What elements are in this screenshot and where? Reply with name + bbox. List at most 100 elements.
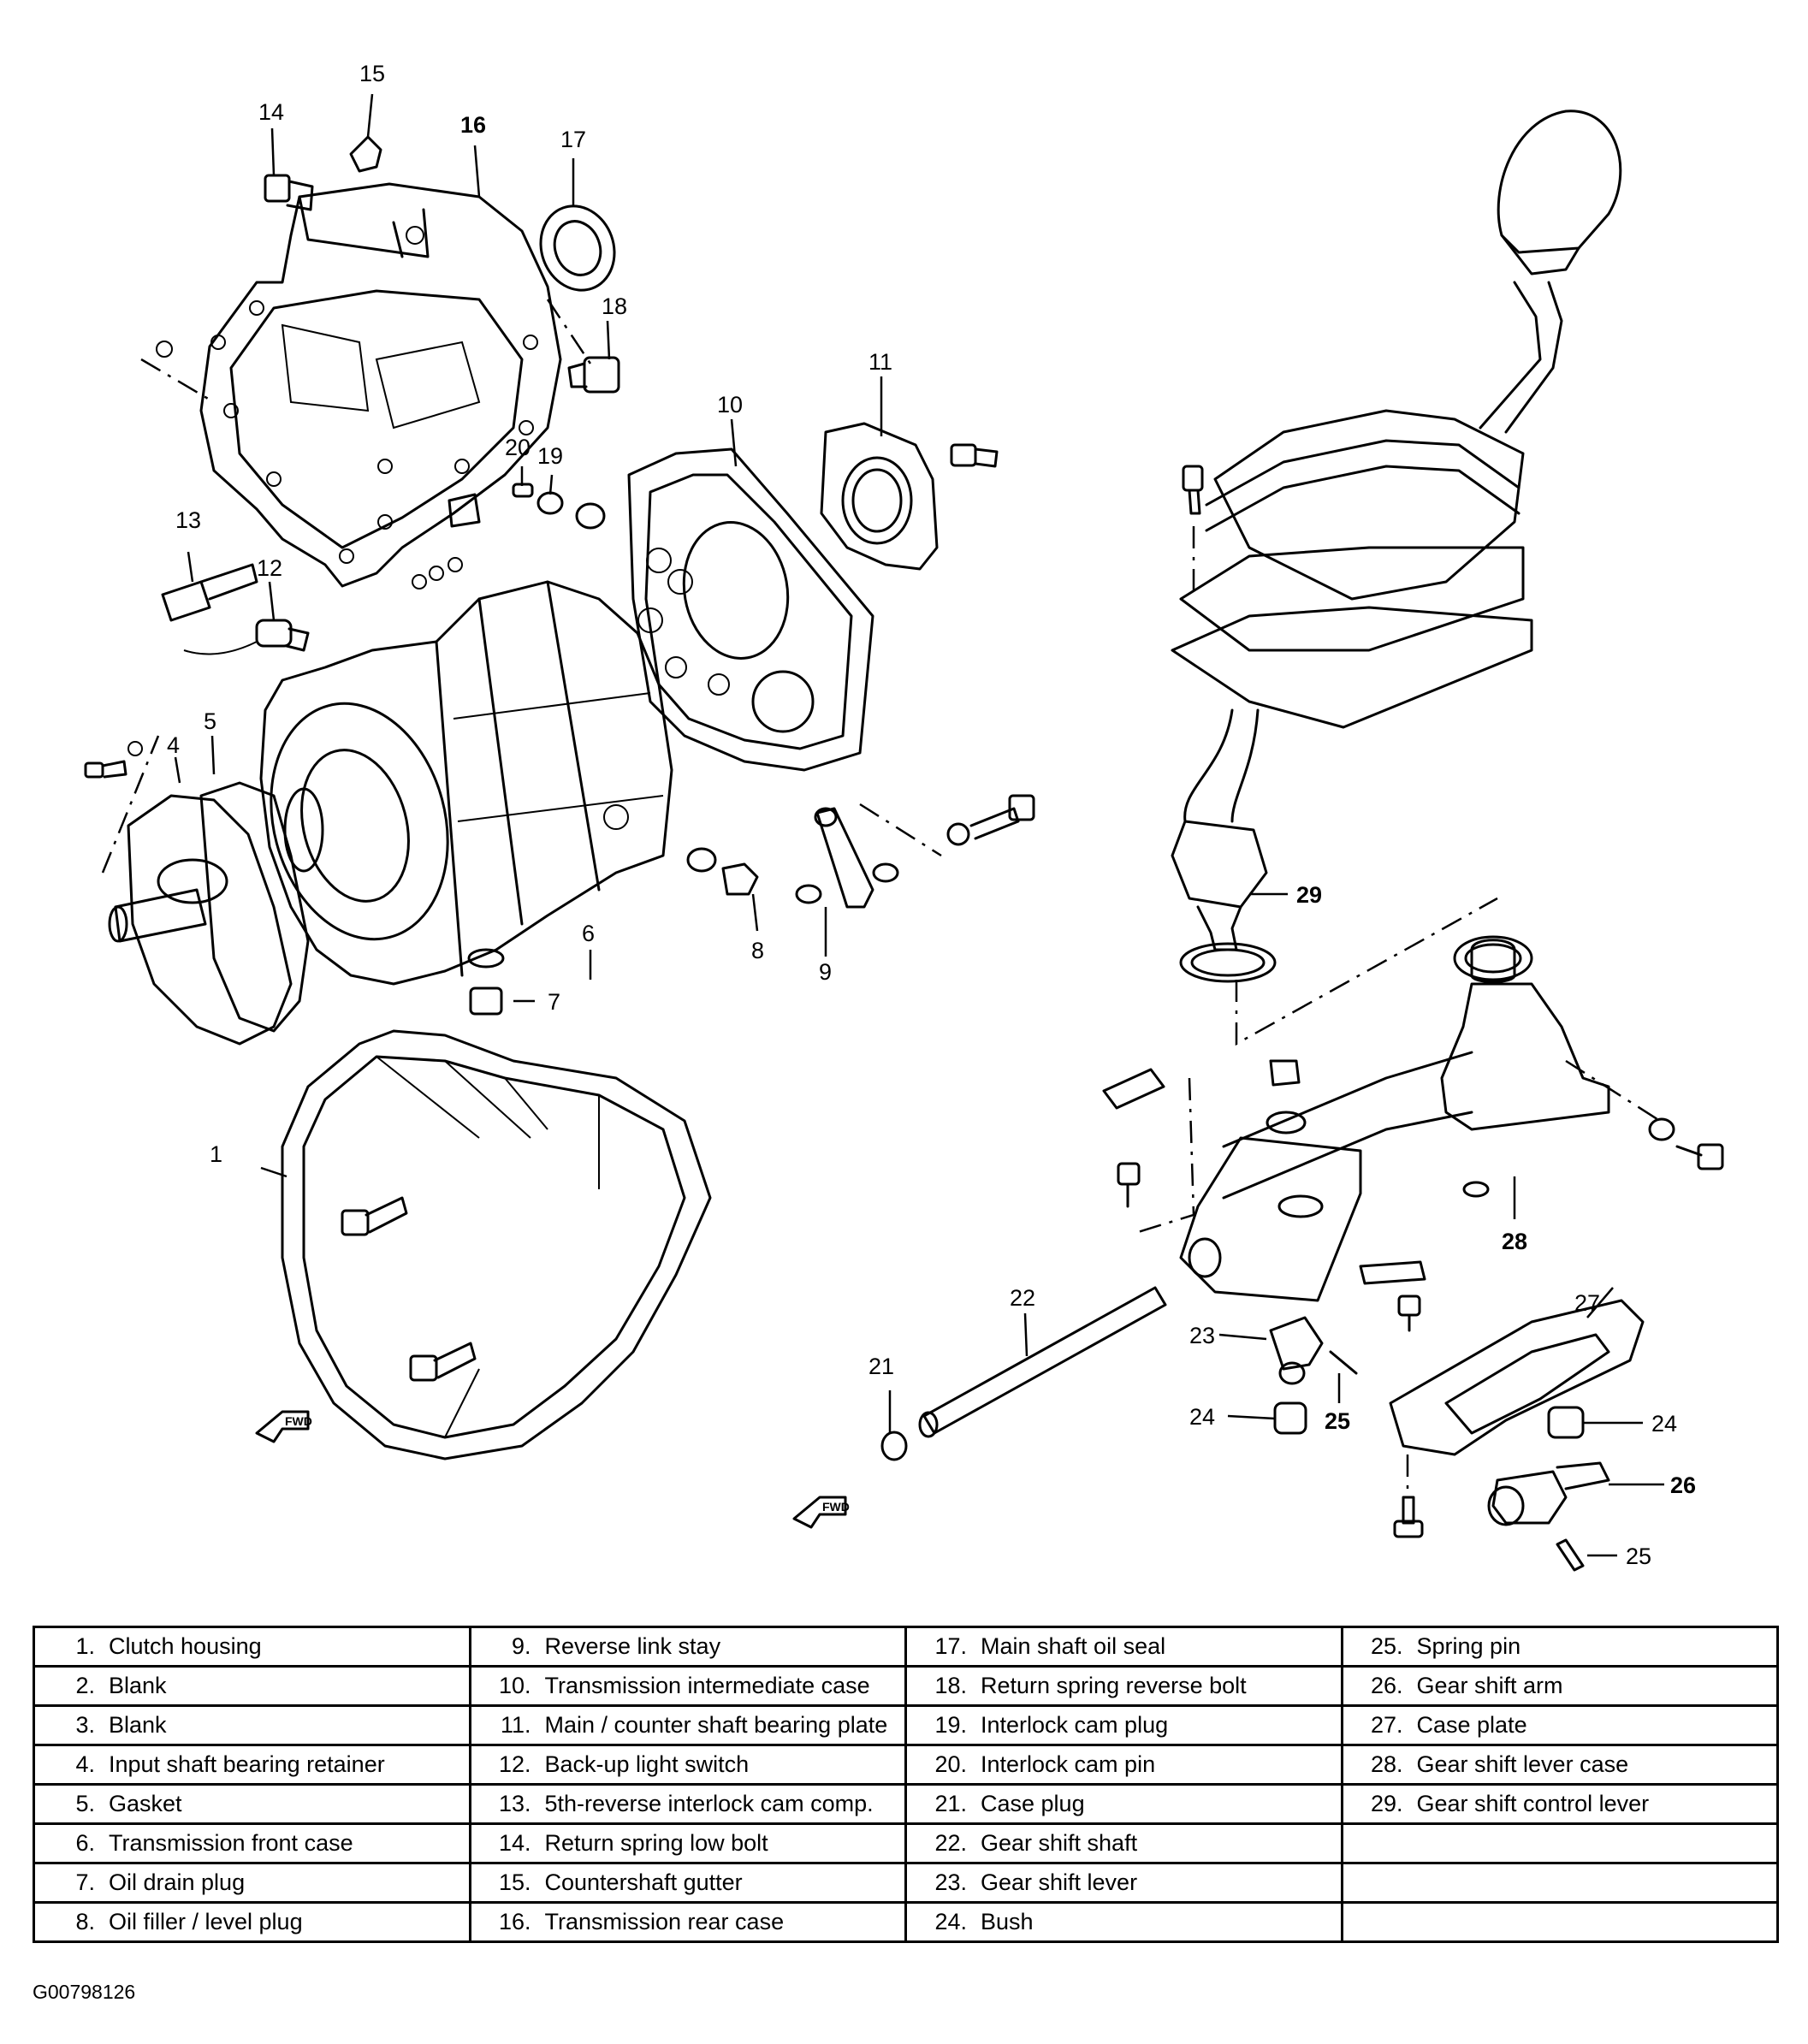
legend-cell: 4.Input shaft bearing retainer xyxy=(33,1744,471,1786)
legend-item-name: Gear shift control lever xyxy=(1416,1791,1650,1816)
legend-item-name: Back-up light switch xyxy=(544,1751,750,1777)
callout-24: 24 xyxy=(1651,1411,1677,1437)
callout-18: 18 xyxy=(602,293,627,319)
legend-cell: 26.Gear shift arm xyxy=(1340,1665,1779,1707)
callout-6: 6 xyxy=(582,921,595,946)
reverse-stay-bolt-drawing xyxy=(946,794,1035,846)
legend-item-number: 7. xyxy=(75,1869,95,1895)
legend-item-number: 23. xyxy=(934,1869,967,1895)
legend-cell xyxy=(1340,1862,1779,1904)
callout-23: 23 xyxy=(1189,1323,1215,1348)
legend-cell: 19.Interlock cam plug xyxy=(904,1704,1343,1746)
legend-cell: 25.Spring pin xyxy=(1340,1626,1779,1668)
callout-19: 19 xyxy=(537,443,563,469)
legend-item-name: Clutch housing xyxy=(109,1633,262,1659)
legend-cell: 5.Gasket xyxy=(33,1783,471,1825)
figure-code: G00798126 xyxy=(33,1981,136,2003)
callout-25: 25 xyxy=(1626,1543,1651,1569)
countershaft-gutter-drawing xyxy=(349,135,382,173)
gear-shift-control-lever-drawing xyxy=(1171,110,1622,983)
bush-drawing xyxy=(1547,1406,1585,1439)
callout-29: 29 xyxy=(1296,882,1322,908)
callout-20: 20 xyxy=(505,435,531,460)
legend-cell: 11.Main / counter shaft bearing plate xyxy=(468,1704,907,1746)
callout-27: 27 xyxy=(1574,1290,1600,1316)
legend-item-name: Oil filler / level plug xyxy=(109,1909,303,1934)
gear-shift-lever-drawing xyxy=(1269,1316,1358,1385)
legend-cell: 1.Clutch housing xyxy=(33,1626,471,1668)
legend-item-name: Gear shift lever xyxy=(981,1869,1138,1895)
callout-17: 17 xyxy=(560,127,586,152)
gear-shift-arm-drawing xyxy=(1487,1461,1610,1526)
legend-cell: 15.Countershaft gutter xyxy=(468,1862,907,1904)
main-shaft-oil-seal-drawing xyxy=(539,204,616,292)
nut-drawing xyxy=(156,341,173,358)
legend-item-name: Transmission intermediate case xyxy=(544,1673,870,1698)
callout-16: 16 xyxy=(460,112,486,138)
legend-item-number: 9. xyxy=(511,1633,531,1659)
legend-item-name: 5th-reverse interlock cam comp. xyxy=(544,1791,874,1816)
legend-cell: 22.Gear shift shaft xyxy=(904,1822,1343,1864)
legend-item-name: Gear shift shaft xyxy=(981,1830,1138,1856)
callout-15: 15 xyxy=(359,61,385,86)
legend-item-name: Blank xyxy=(109,1712,167,1738)
legend-item-name: Case plate xyxy=(1416,1712,1527,1738)
lever-boot-bolt-drawing xyxy=(1182,465,1204,515)
fwd-label: FWD xyxy=(285,1414,312,1428)
callout-9: 9 xyxy=(819,959,832,985)
oil-filler-plug-drawing xyxy=(686,847,759,896)
interlock-cam-parts-drawing xyxy=(412,483,606,590)
legend-item-number: 10. xyxy=(498,1673,531,1698)
legend-item-number: 6. xyxy=(75,1830,95,1856)
legend-item-number: 15. xyxy=(498,1869,531,1895)
legend-cell: 27.Case plate xyxy=(1340,1704,1779,1746)
backup-light-switch-drawing xyxy=(183,619,310,655)
lever-case-parts-drawing xyxy=(1102,1059,1724,1332)
callout-numbers: 1 4 5 6 7 8 9 10 11 12 13 14 15 16 17 18… xyxy=(167,61,1696,1569)
clutch-housing-drawing xyxy=(281,1029,712,1460)
assembly-line xyxy=(1235,897,1498,1046)
assembly-line xyxy=(1565,1059,1661,1123)
gasket-drawing xyxy=(199,781,310,1033)
spring-pin-drawing xyxy=(1556,1538,1585,1572)
legend-item-name: Interlock cam plug xyxy=(981,1712,1169,1738)
callout-22: 22 xyxy=(1010,1285,1035,1311)
legend-item-number: 8. xyxy=(75,1909,95,1934)
legend-item-name: Input shaft bearing retainer xyxy=(109,1751,385,1777)
legend-item-number: 20. xyxy=(934,1751,967,1777)
bush-drawing xyxy=(1273,1401,1307,1435)
gear-shift-shaft-drawing xyxy=(918,1286,1167,1438)
legend-item-name: Case plug xyxy=(981,1791,1085,1816)
seal-ring-drawing xyxy=(1470,939,1516,983)
legend-item-number: 17. xyxy=(934,1633,967,1659)
legend-cell: 21.Case plug xyxy=(904,1783,1343,1825)
fwd-label: FWD xyxy=(822,1500,850,1514)
assembly-line xyxy=(101,735,160,874)
callout-1: 1 xyxy=(210,1141,222,1167)
gear-shift-lever-case-drawing xyxy=(1179,935,1610,1302)
callout-26: 26 xyxy=(1670,1472,1696,1498)
return-spring-low-bolt-drawing xyxy=(264,174,314,211)
legend-cell: 6.Transmission front case xyxy=(33,1822,471,1864)
legend-cell xyxy=(1340,1901,1779,1943)
callout-10: 10 xyxy=(717,392,743,418)
callout-21: 21 xyxy=(868,1354,894,1379)
return-spring-reverse-bolt-drawing xyxy=(567,356,620,394)
legend-item-number: 12. xyxy=(498,1751,531,1777)
case-plate-drawing xyxy=(1389,1299,1645,1456)
callout-25: 25 xyxy=(1325,1408,1350,1434)
callout-13: 13 xyxy=(175,507,201,533)
legend-item-number: 14. xyxy=(498,1830,531,1856)
bearing-plate-drawing xyxy=(820,422,939,571)
bolt-drawing xyxy=(950,443,999,468)
legend-item-number: 11. xyxy=(500,1712,531,1738)
legend-cell: 2.Blank xyxy=(33,1665,471,1707)
intermediate-case-drawing xyxy=(627,447,874,772)
exploded-parts-diagram: FWD FWD xyxy=(84,61,1724,1572)
legend-cell: 16.Transmission rear case xyxy=(468,1901,907,1943)
